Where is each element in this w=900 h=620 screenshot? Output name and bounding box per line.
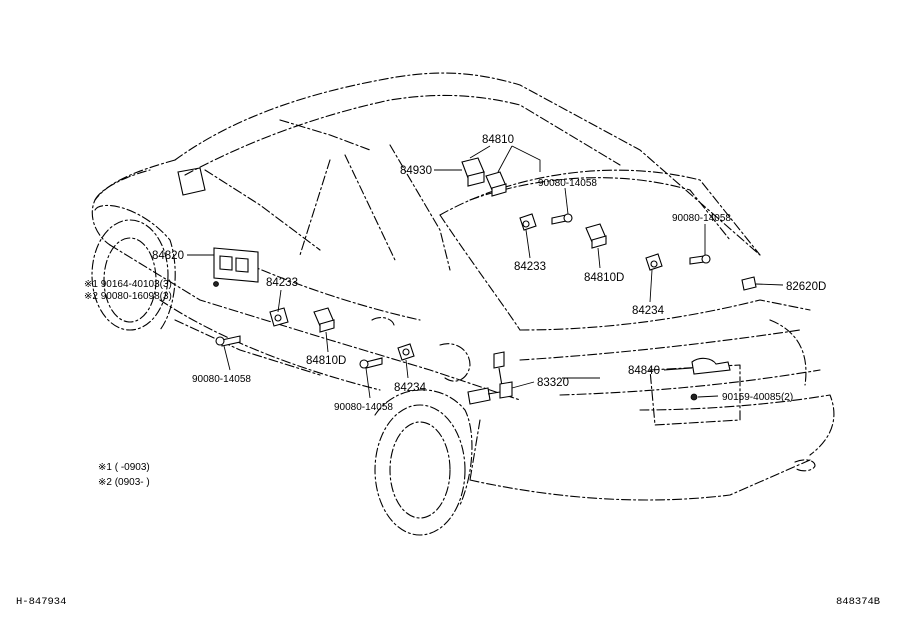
callout-84810D-right: 84810D — [584, 272, 624, 284]
legend-note-2: ※2 (0903- ) — [98, 477, 150, 488]
footer-left-code: H-847934 — [16, 596, 66, 608]
note-1-part: ※1 90164-40103(3) — [84, 279, 172, 290]
screw-90159 — [690, 393, 698, 401]
callout-83320: 83320 — [537, 377, 569, 389]
part-84820-switch — [213, 247, 259, 287]
callout-84233-right: 84233 — [514, 261, 546, 273]
callout-84234-left: 84234 — [394, 382, 427, 394]
screw-90080-b — [689, 254, 711, 265]
callout-84820: 84820 — [152, 250, 184, 262]
callout-90080-b: 90080-14058 — [672, 213, 731, 224]
side-mirror — [177, 167, 206, 196]
part-83320-sensor — [467, 351, 513, 405]
part-84810D-left — [313, 307, 335, 333]
callout-90080-c: 90080-14058 — [192, 374, 251, 385]
screw-90080-a — [551, 213, 573, 225]
callout-90159: 90159-40085(2) — [722, 392, 793, 403]
callout-84810D-left: 84810D — [306, 355, 346, 367]
part-84233-right — [519, 213, 537, 231]
car-outline — [91, 72, 835, 501]
fuel-door — [439, 343, 471, 382]
part-84234-left — [397, 343, 415, 361]
leader-lines — [187, 145, 784, 399]
footer-right-code: 848374B — [836, 596, 880, 608]
callout-82620D: 82620D — [786, 281, 826, 293]
door-handle — [371, 316, 395, 326]
part-84234-right — [645, 253, 663, 271]
callout-84840: 84840 — [628, 365, 660, 377]
callout-84234-right: 84234 — [632, 305, 665, 317]
part-84810D-right — [585, 223, 607, 249]
part-84810-switch — [485, 171, 507, 197]
part-82620D — [741, 276, 757, 291]
screw-90080-c — [215, 335, 241, 347]
callout-84233-left: 84233 — [266, 277, 298, 289]
legend-note-1: ※1 ( -0903) — [98, 462, 150, 473]
note-2-part: ※2 90080-16098(3) — [84, 291, 172, 302]
part-84840-switch — [691, 357, 731, 375]
front-wheel — [91, 204, 176, 331]
callout-84930: 84930 — [400, 165, 432, 177]
callout-84810: 84810 — [482, 134, 514, 146]
rear-wheel — [374, 389, 473, 536]
screw-90080-d — [359, 357, 383, 369]
callout-90080-a: 90080-14058 — [538, 178, 597, 189]
callout-90080-d: 90080-14058 — [334, 402, 393, 413]
part-84930-switch — [461, 157, 485, 187]
part-84233-left — [269, 307, 289, 327]
